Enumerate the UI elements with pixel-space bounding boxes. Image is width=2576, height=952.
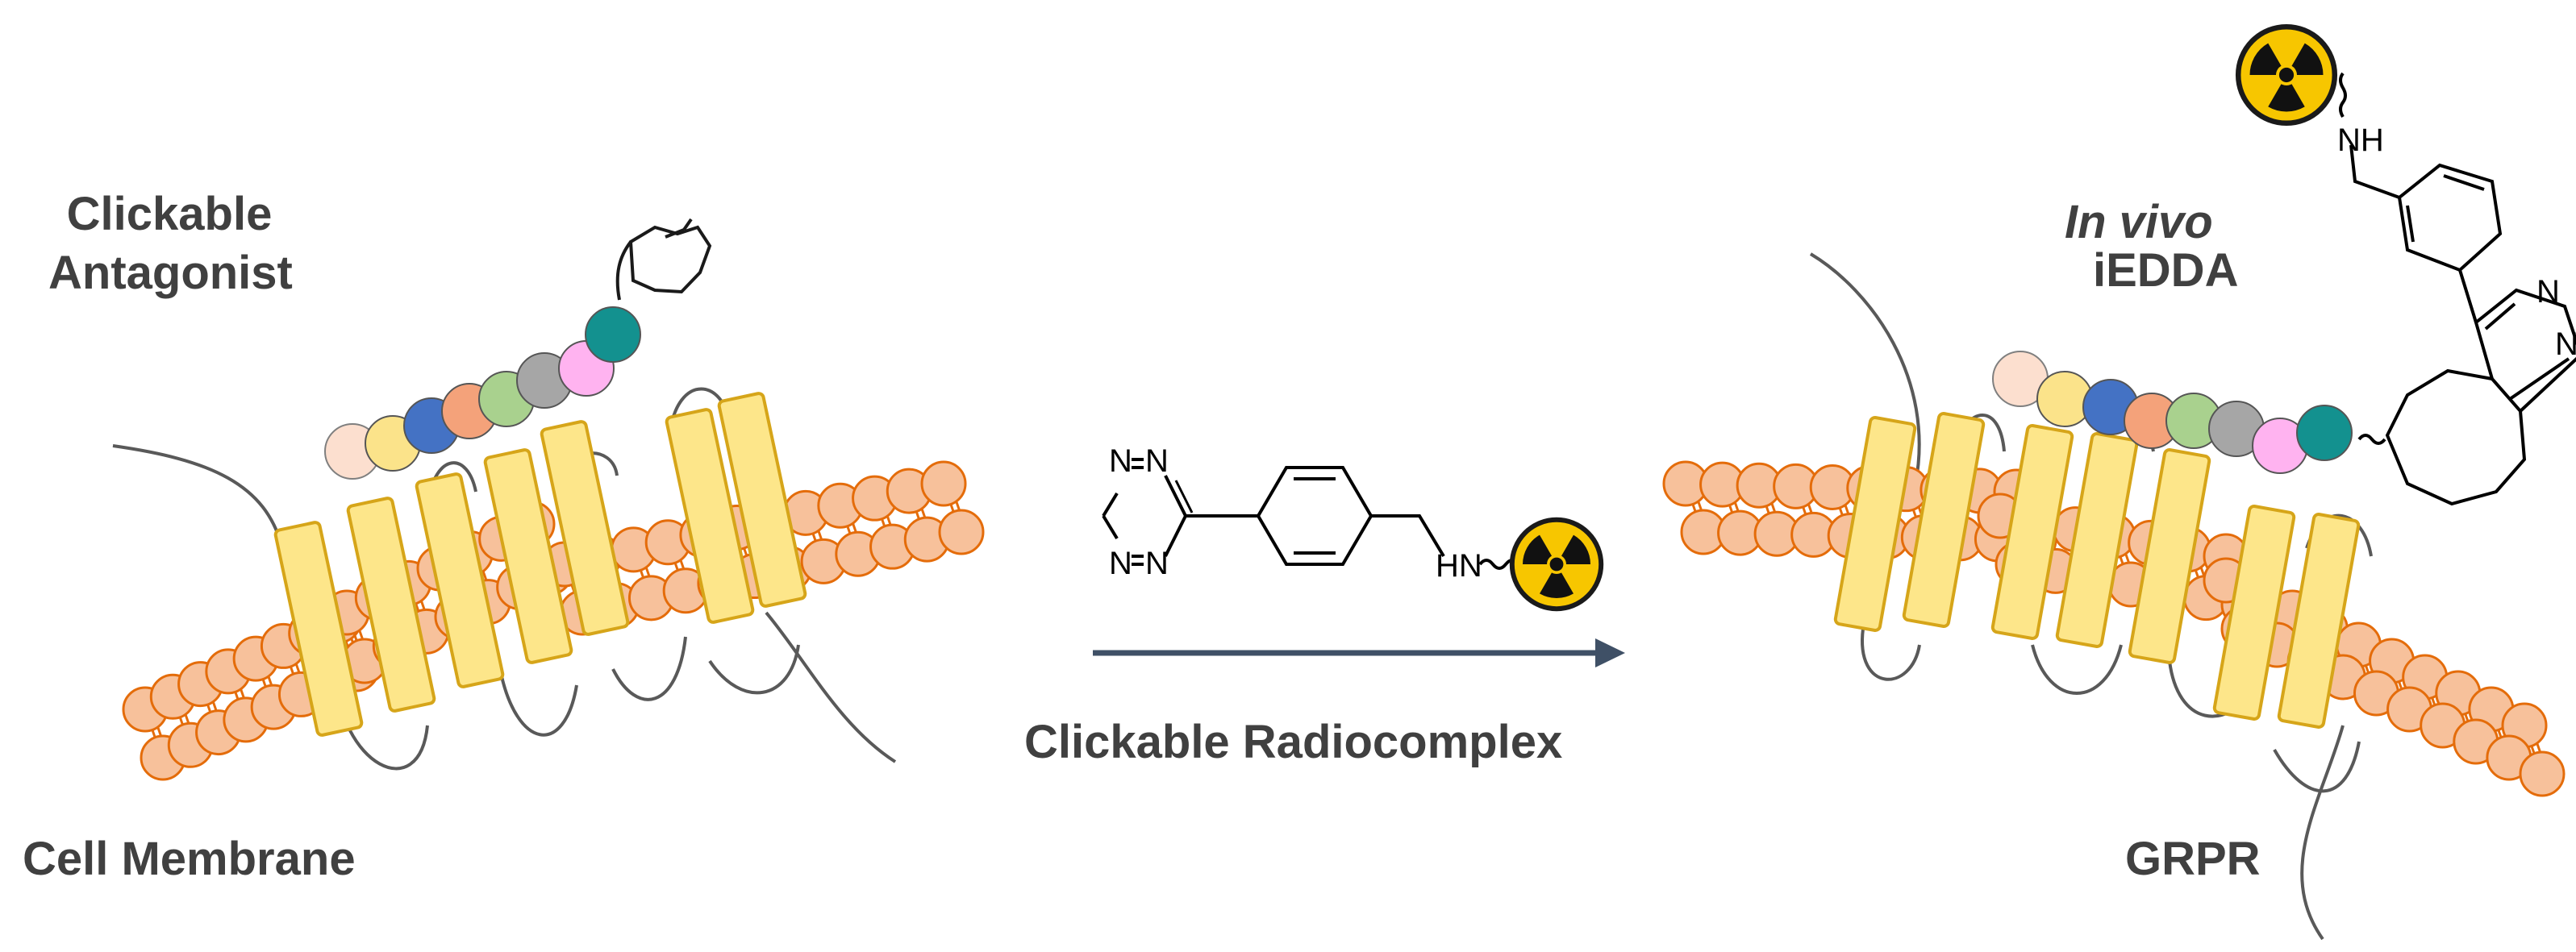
cell-membrane-label: Cell Membrane xyxy=(23,833,356,885)
transmembrane-helix xyxy=(1833,416,1917,632)
transmembrane-helix xyxy=(540,420,630,636)
atom-n-3: N xyxy=(1109,546,1132,581)
transmembrane-helix xyxy=(2055,432,2139,648)
radiation-icon-2 xyxy=(2238,27,2335,123)
transmembrane-helix xyxy=(273,521,364,737)
left-receptor-membrane xyxy=(112,218,985,781)
right-transmembrane-helices xyxy=(1833,412,2361,729)
right-antagonist-peptide xyxy=(1992,351,2353,474)
lipid-head xyxy=(2519,750,2566,797)
atom-n-1: N xyxy=(1109,443,1132,479)
transmembrane-helix xyxy=(346,497,436,713)
arrow-right-icon xyxy=(1093,638,1625,667)
transmembrane-helix xyxy=(483,448,573,664)
left-antagonist-peptide xyxy=(324,306,641,480)
clickable-radiocomplex-label: Clickable Radiocomplex xyxy=(1024,716,1563,768)
clickable-antagonist-line1: Clickable xyxy=(66,188,273,240)
lipid-head xyxy=(920,460,967,507)
atom-hn: HN xyxy=(1436,548,1482,584)
peptide-bead xyxy=(2296,405,2353,461)
atom-nh: NH xyxy=(2337,123,2384,158)
transmembrane-helix xyxy=(1990,424,2074,640)
iedda-product-molecule: N N NH xyxy=(2238,27,2576,506)
peptide-bead xyxy=(585,306,641,363)
right-receptor-membrane xyxy=(1662,252,2566,941)
transmembrane-helix xyxy=(2212,505,2296,721)
left-transmembrane-helices xyxy=(273,392,807,737)
transmembrane-helix xyxy=(415,472,505,688)
grpr-label: GRPR xyxy=(2125,833,2261,885)
cyclooctene-icon xyxy=(615,218,712,301)
transmembrane-helix xyxy=(1902,412,1986,628)
transmembrane-helix xyxy=(2128,448,2211,664)
clickable-antagonist-line2: Antagonist xyxy=(48,246,293,299)
tetrazine-radiocomplex-molecule: N N N N HN xyxy=(1102,443,1601,609)
clickable-antagonist-label: Clickable Antagonist xyxy=(48,185,293,302)
atom-n-5: N xyxy=(2536,274,2560,310)
iedda-label: iEDDA xyxy=(2093,244,2239,297)
in-vivo-label: In vivo xyxy=(2065,196,2213,248)
atom-n-4: N xyxy=(1145,546,1169,581)
radiation-icon xyxy=(1512,520,1601,609)
atom-n-2: N xyxy=(1145,443,1169,479)
transmembrane-helix xyxy=(665,408,755,624)
transmembrane-helix xyxy=(2277,513,2361,729)
transmembrane-helix xyxy=(717,392,807,608)
lipid-head xyxy=(938,509,985,555)
atom-n-6: N xyxy=(2555,326,2576,362)
